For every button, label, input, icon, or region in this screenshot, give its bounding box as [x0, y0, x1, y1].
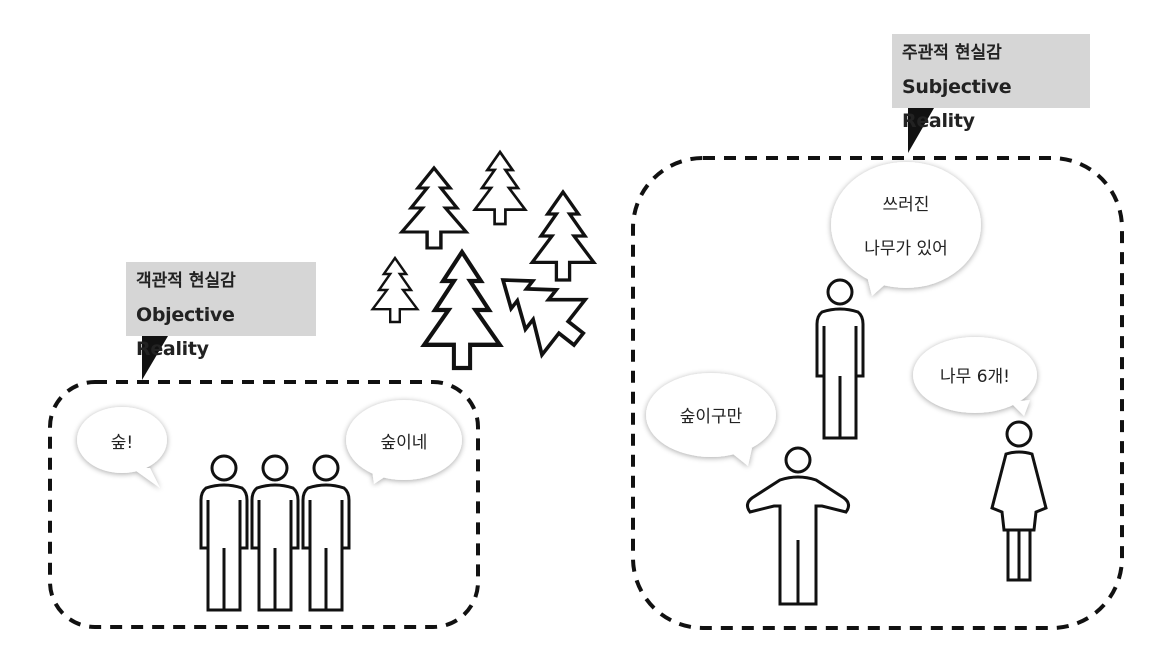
tree-icon — [530, 190, 596, 282]
tree-icon — [473, 150, 527, 226]
person-icon — [199, 454, 249, 612]
subjective-label-korean: 주관적 현실감 — [902, 43, 1002, 63]
fallen-tree-icon — [479, 250, 603, 369]
subjective-label-english: Subjective Reality — [902, 76, 1012, 132]
speech-bubble-icon — [831, 162, 981, 296]
speech-bubble-icon — [913, 337, 1037, 416]
subjective-label-pointer — [908, 108, 934, 153]
speech-bubble-icon — [77, 407, 167, 488]
person-icon — [990, 420, 1048, 582]
objective-label-english: Objective Reality — [136, 304, 235, 360]
bubble-text-fallen: 쓰러진 — [882, 195, 930, 215]
tree-icon — [371, 256, 419, 324]
tree-icon — [400, 166, 468, 250]
person-icon — [815, 278, 865, 440]
objective-group-border — [48, 380, 480, 629]
objective-label-korean: 객관적 현실감 — [136, 271, 236, 291]
subjective-reality-label: 주관적 현실감 Subjective Reality — [892, 34, 1090, 132]
objective-label-pointer — [142, 336, 168, 380]
objective-reality-label: 객관적 현실감 Objective Reality — [126, 262, 316, 360]
bubble-text-forest: 숲! — [110, 433, 134, 453]
bubble-text-six-trees: 나무 6개! — [940, 367, 1010, 387]
speech-bubble-icon — [346, 400, 462, 484]
subjective-group-border — [631, 156, 1124, 630]
bubble-text-its-a-forest-huh: 숲이구만 — [679, 407, 743, 427]
bubble-text-its-a-forest: 숲이네 — [380, 433, 428, 453]
bubble-text-there-is-a-tree: 나무가 있어 — [864, 239, 948, 259]
speech-bubble-icon — [646, 373, 776, 466]
person-icon — [250, 454, 300, 612]
person-icon — [745, 446, 851, 606]
person-icon — [301, 454, 351, 612]
tree-icon — [424, 252, 500, 368]
